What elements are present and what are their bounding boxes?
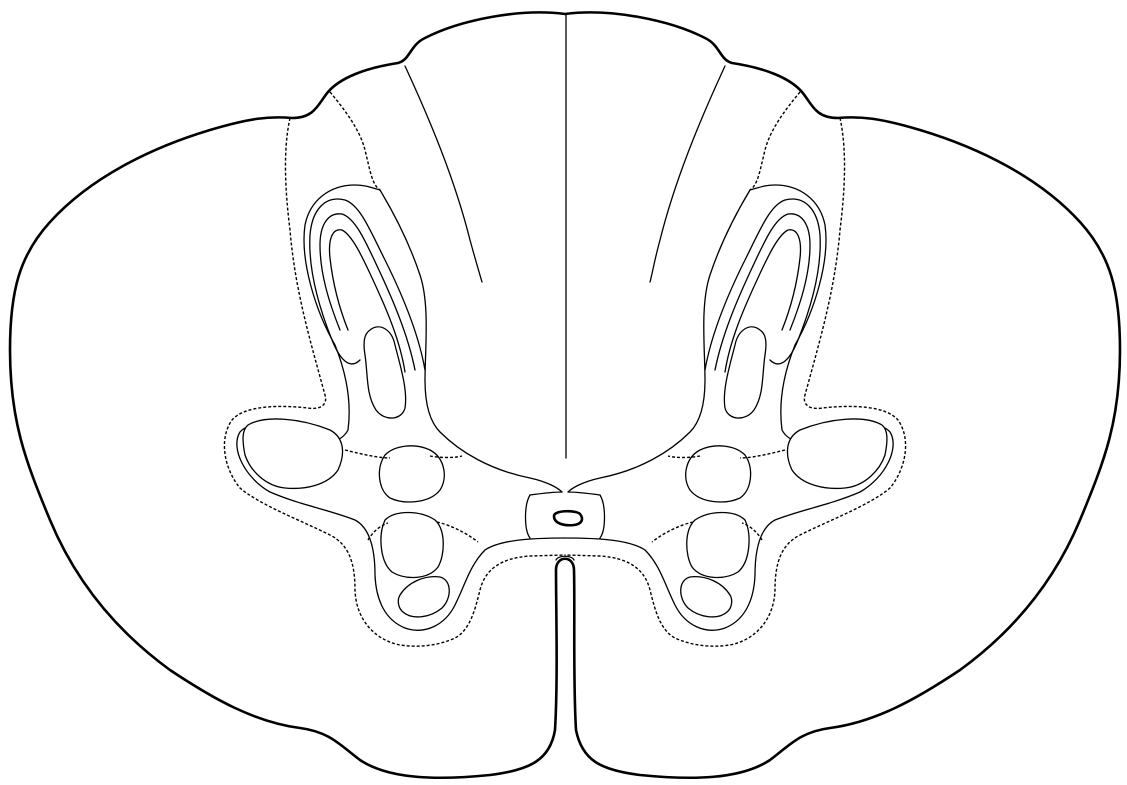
right-intermediate-nucleus [686, 446, 751, 502]
left-ventral-nucleus-upper [381, 513, 443, 578]
outer-boundary [10, 12, 1120, 777]
right-ventral-nucleus-upper [687, 513, 749, 578]
central-canal [554, 511, 582, 525]
left-intermediate-nucleus [379, 446, 444, 502]
